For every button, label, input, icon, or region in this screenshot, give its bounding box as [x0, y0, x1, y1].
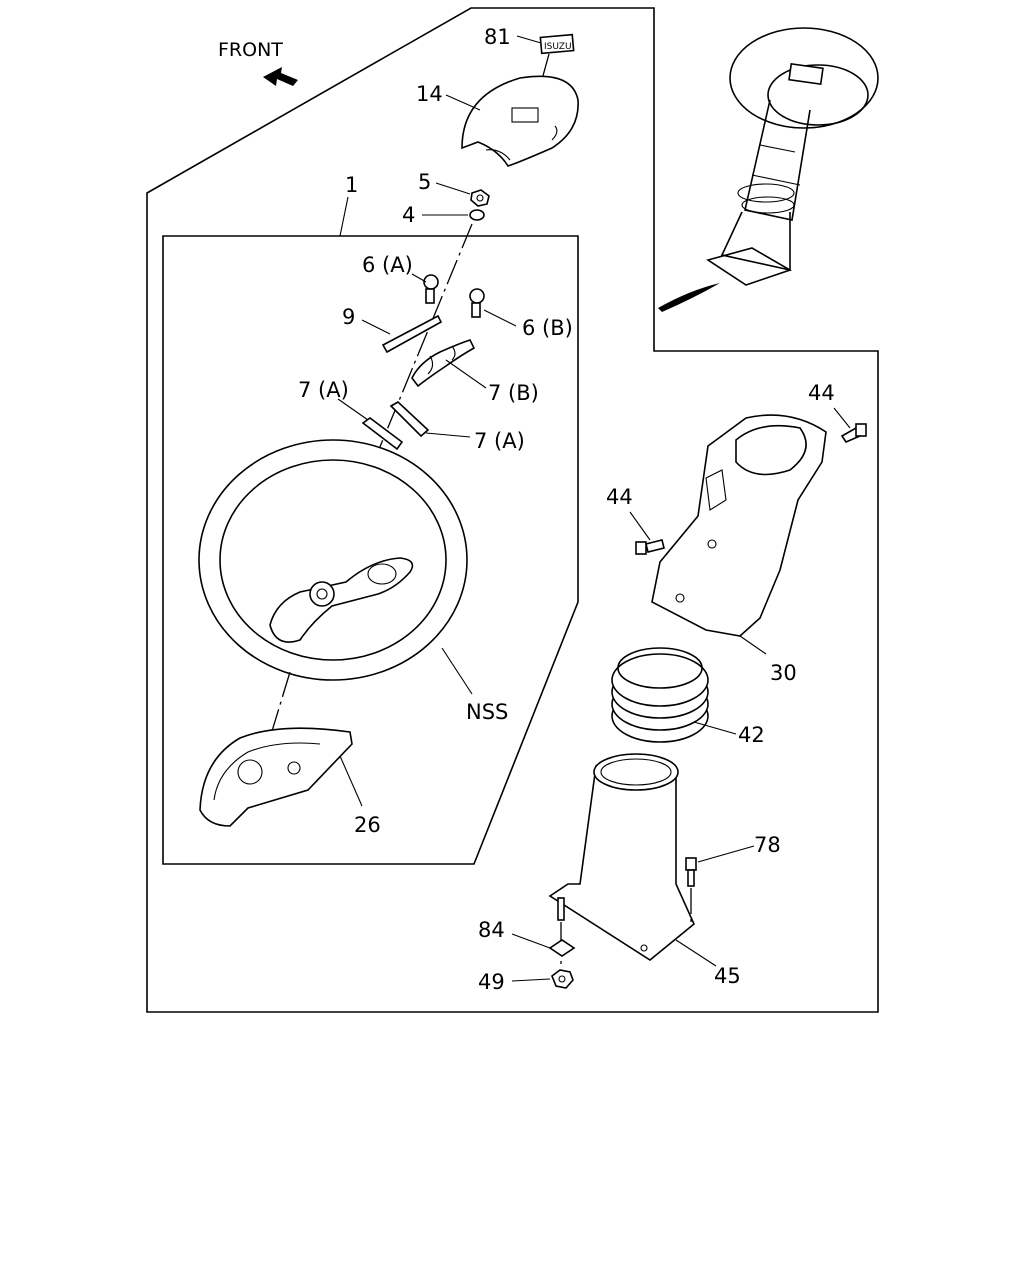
nut-49 [551, 969, 574, 989]
bolt-78 [685, 857, 697, 887]
callout-7b: 7 (B) [488, 381, 539, 405]
steering-wheel [198, 439, 468, 681]
plate-9 [381, 314, 443, 354]
callout-4: 4 [402, 203, 415, 227]
column-cover-26 [199, 727, 353, 827]
callout-14: 14 [416, 82, 443, 106]
emblem-text: ISUZU [544, 42, 572, 52]
column-cover-30 [651, 414, 827, 637]
callout-6a: 6 (A) [362, 253, 413, 277]
column-pedestal-45 [548, 753, 695, 961]
callout-81: 81 [484, 25, 511, 49]
callout-84: 84 [478, 918, 505, 942]
bolt-6a [423, 274, 439, 304]
callout-7a-lower: 7 (A) [474, 429, 525, 453]
callout-42: 42 [738, 723, 765, 747]
assembly-box [162, 235, 579, 865]
callout-44-upper: 44 [808, 381, 835, 405]
callout-30: 30 [770, 661, 797, 685]
square-plate-84 [548, 939, 576, 957]
horn-cover [461, 75, 579, 167]
callout-45: 45 [714, 964, 741, 988]
isuzu-emblem: ISUZU [539, 33, 575, 55]
callout-78: 78 [754, 833, 781, 857]
callout-6b: 6 (B) [522, 316, 573, 340]
terminal-7a-right [389, 401, 430, 438]
callout-1: 1 [345, 173, 358, 197]
boot-42 [611, 647, 709, 743]
callout-44-lower: 44 [606, 485, 633, 509]
callout-49: 49 [478, 970, 505, 994]
front-label: FRONT [218, 39, 283, 61]
callout-26: 26 [354, 813, 381, 837]
diagram-frame [146, 7, 879, 1013]
leader-lines [337, 35, 851, 982]
assembly-overview-inset [658, 27, 879, 312]
callout-5: 5 [418, 170, 431, 194]
nut-5 [470, 189, 490, 207]
front-arrow-icon [263, 67, 298, 86]
callout-nss: NSS [466, 700, 508, 724]
bolt-44-upper [840, 423, 867, 443]
callout-9: 9 [342, 305, 355, 329]
bolt-6b [469, 288, 485, 318]
callout-7a-upper: 7 (A) [298, 378, 349, 402]
washer-4 [469, 209, 485, 221]
bolt-44-lower [635, 539, 665, 555]
